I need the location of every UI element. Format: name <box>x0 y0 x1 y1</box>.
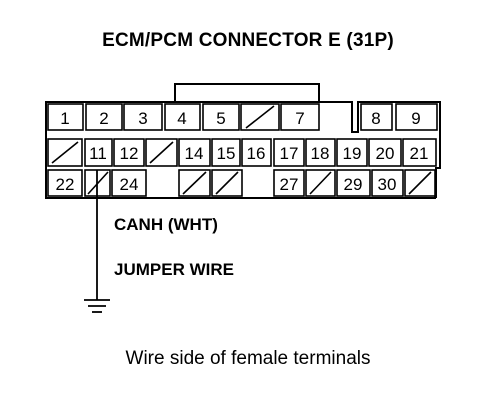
vacant-cavity-slash <box>245 105 275 129</box>
pin-number: 21 <box>410 144 429 163</box>
connector-outline <box>45 101 441 199</box>
terminal-cell-9 <box>395 103 438 131</box>
pin-number: 2 <box>99 109 108 128</box>
pin-number: 3 <box>138 109 147 128</box>
terminal-cell-3 <box>123 103 163 131</box>
terminal-cell-4 <box>164 103 201 131</box>
pin-number: 17 <box>280 144 299 163</box>
pin-number: 18 <box>311 144 330 163</box>
terminal-cell-15 <box>211 138 241 167</box>
pin-number: 16 <box>247 144 266 163</box>
terminal-cell-14 <box>178 138 211 167</box>
pin-number: 15 <box>217 144 236 163</box>
terminal-cell-17 <box>273 138 305 167</box>
jumper-wire-label: JUMPER WIRE <box>114 260 234 279</box>
wire-color-label: CANH (WHT) <box>114 215 218 234</box>
terminal-cell-8 <box>360 103 393 131</box>
pin-number: 24 <box>120 175 139 194</box>
pin-number: 29 <box>344 175 363 194</box>
terminal-cell-19 <box>336 138 368 167</box>
terminal-cell-5 <box>202 103 240 131</box>
terminal-cell-26 <box>211 169 243 197</box>
terminal-cell-30 <box>371 169 404 197</box>
connector-lock-tab <box>174 83 320 102</box>
pin-number: 19 <box>343 144 362 163</box>
terminal-cell-1 <box>47 103 84 131</box>
terminal-cell-10 <box>47 138 83 167</box>
vacant-cavity-slash <box>309 171 332 195</box>
terminal-cell-6 <box>240 103 280 131</box>
terminal-cell-18 <box>305 138 336 167</box>
terminal-cell-28 <box>305 169 336 197</box>
terminal-cell-12 <box>113 138 145 167</box>
terminal-cell-21 <box>402 138 437 167</box>
terminal-cell-31 <box>404 169 436 197</box>
pin-number: 1 <box>60 109 69 128</box>
terminal-cell-29 <box>336 169 371 197</box>
terminal-cell-27 <box>273 169 305 197</box>
vacant-cavity-slash <box>408 171 432 195</box>
pin-number: 4 <box>177 109 186 128</box>
diagram-caption: Wire side of female terminals <box>125 348 371 369</box>
terminal-cell-25 <box>178 169 211 197</box>
pin-number: 7 <box>295 109 304 128</box>
vacant-cavity-slash <box>87 171 109 195</box>
terminal-cell-20 <box>368 138 402 167</box>
pin-number: 8 <box>371 109 380 128</box>
terminal-cell-11 <box>84 138 113 167</box>
vacant-cavity-slash <box>215 171 239 195</box>
terminal-cell-2 <box>85 103 123 131</box>
vacant-cavity-slash <box>51 141 79 164</box>
vacant-cavity-slash <box>182 171 207 195</box>
terminal-cell-13 <box>145 138 178 167</box>
pin-number: 9 <box>411 109 420 128</box>
terminal-cell-22 <box>47 169 83 197</box>
pin-number: 12 <box>120 144 139 163</box>
terminal-cell-7 <box>280 103 320 131</box>
pin-number: 5 <box>216 109 225 128</box>
pin-number: 30 <box>378 175 397 194</box>
pin-number: 20 <box>376 144 395 163</box>
terminal-cell-16 <box>241 138 272 167</box>
vacant-cavity-slash <box>149 141 174 164</box>
connector-title: ECM/PCM CONNECTOR E (31P) <box>102 30 394 51</box>
pin-number: 27 <box>280 175 299 194</box>
terminal-cell-24 <box>111 169 147 197</box>
pin-number: 14 <box>185 144 204 163</box>
pin-number: 11 <box>89 144 107 163</box>
pin-number: 22 <box>56 175 75 194</box>
